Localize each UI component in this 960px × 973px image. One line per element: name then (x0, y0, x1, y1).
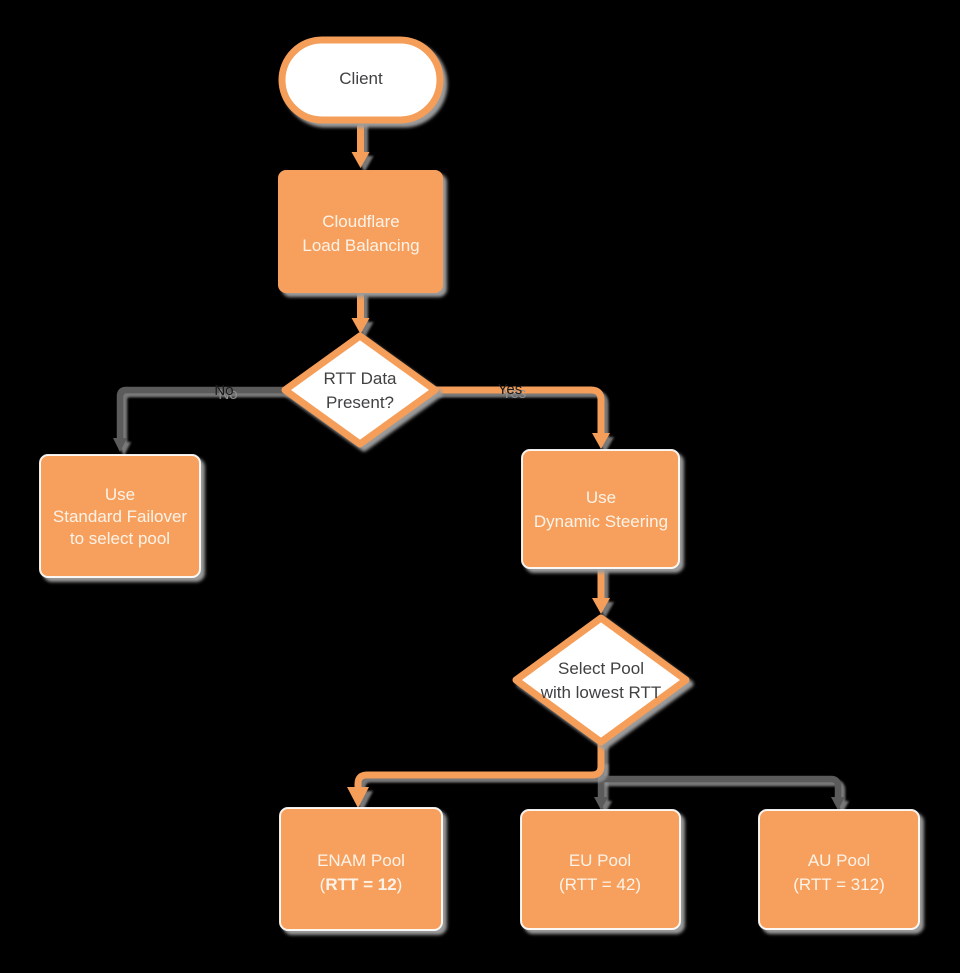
standard-failover-label-line3: to select pool (70, 529, 170, 548)
edge-line (601, 775, 842, 798)
rtt-decision-shape (281, 332, 439, 448)
rtt-decision-label-line2: Present? (326, 393, 394, 412)
eu-pool-node: EU Pool (RTT = 42) (520, 809, 681, 930)
edge-line (116, 386, 286, 439)
no-branch-label: No (214, 382, 233, 399)
arrowhead-down-icon (351, 152, 370, 168)
au-pool-shape (758, 809, 920, 930)
rtt-decision-label-line1: RTT Data (323, 369, 397, 388)
edge-line (434, 386, 605, 434)
select-pool-shape (512, 614, 690, 746)
eu-pool-shape (520, 809, 681, 930)
arrowhead-down-icon (351, 318, 370, 334)
enam-pool-label-line2: (RTT = 12) (320, 875, 403, 894)
arrowhead-down-icon (592, 433, 610, 449)
yes-branch-label: Yes (498, 381, 522, 398)
load-balancer-shape (278, 170, 443, 293)
au-pool-node: AU Pool (RTT = 312) (758, 809, 920, 930)
standard-failover-label-line2: Standard Failover (53, 507, 188, 526)
client-shape (278, 36, 444, 124)
select-pool-decision-node: Select Pool with lowest RTT (512, 614, 690, 746)
edge-no-branch (113, 386, 286, 452)
arrowhead-down-icon (831, 797, 845, 810)
au-pool-label-line1: AU Pool (808, 851, 870, 870)
arrowhead-down-icon (113, 438, 127, 452)
select-pool-label-line2: with lowest RTT (540, 683, 662, 702)
edge-to-enam-pool (347, 742, 605, 808)
edge-steering-to-select-pool (592, 567, 610, 614)
standard-failover-shape (39, 454, 201, 578)
standard-failover-node: Use Standard Failover to select pool (39, 454, 201, 578)
enam-pool-label-line1: ENAM Pool (317, 851, 405, 870)
eu-pool-label-line2: (RTT = 42) (559, 875, 641, 894)
edge-to-au-pool (601, 775, 845, 810)
au-pool-label-line2: (RTT = 312) (793, 875, 885, 894)
edge-line (354, 742, 605, 788)
eu-pool-label-line1: EU Pool (569, 851, 631, 870)
arrowhead-down-icon (594, 797, 608, 810)
dynamic-steering-label-line2: Dynamic Steering (534, 512, 668, 531)
edge-yes-branch (434, 386, 610, 449)
dynamic-steering-node: Use Dynamic Steering (521, 449, 680, 569)
arrowhead-down-icon (592, 598, 610, 614)
enam-pool-node: ENAM Pool (RTT = 12) (279, 807, 443, 931)
dynamic-steering-label-line1: Use (586, 488, 616, 507)
client-label: Client (339, 69, 383, 88)
enam-pool-shape (279, 807, 443, 931)
load-balancer-node: Cloudflare Load Balancing (278, 170, 443, 293)
rtt-decision-node: RTT Data Present? (281, 332, 439, 448)
dynamic-steering-shape (521, 449, 680, 569)
client-node: Client (278, 36, 444, 124)
standard-failover-label-line1: Use (105, 485, 135, 504)
load-balancer-label-line1: Cloudflare (322, 212, 400, 231)
load-balancer-label-line2: Load Balancing (302, 236, 419, 255)
select-pool-label-line1: Select Pool (558, 659, 644, 678)
arrowhead-down-icon (347, 787, 369, 808)
edge-client-to-loadbalancer (351, 119, 370, 168)
edge-loadbalancer-to-rtt-decision (351, 292, 370, 334)
